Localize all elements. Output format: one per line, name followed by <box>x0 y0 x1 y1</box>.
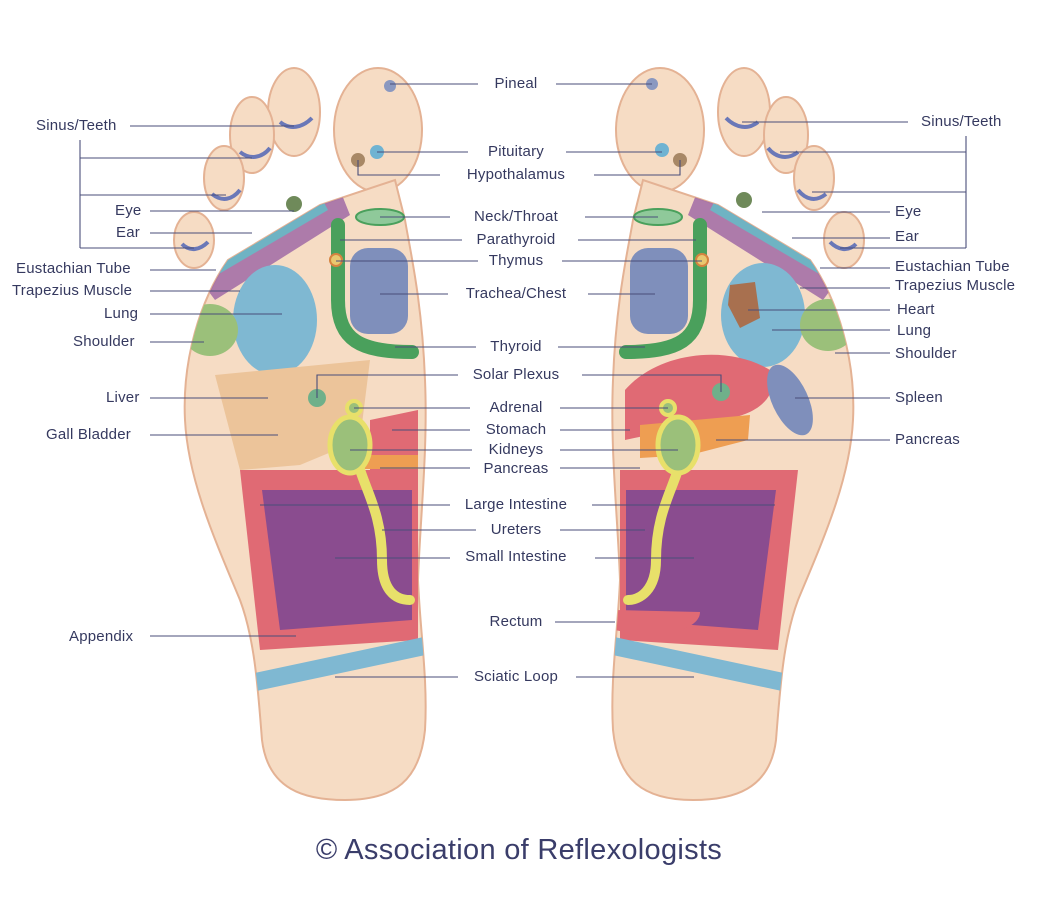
right-thymus-dot <box>696 254 708 266</box>
label-right-lung: Lung <box>897 322 931 340</box>
label-left-ear: Ear <box>116 224 140 242</box>
left-kidney <box>330 417 370 473</box>
label-left-sinus-teeth: Sinus/Teeth <box>36 117 117 135</box>
right-toe-2 <box>718 68 770 156</box>
left-foot <box>174 68 449 800</box>
label-pituitary: Pituitary <box>488 143 544 161</box>
label-left-gall-bladder: Gall Bladder <box>46 426 131 444</box>
label-stomach: Stomach <box>486 421 547 439</box>
left-thymus-dot <box>330 254 342 266</box>
label-right-trapezius: Trapezius Muscle <box>895 277 1015 295</box>
label-trachea-chest: Trachea/Chest <box>466 285 566 303</box>
right-big-toe <box>616 68 704 192</box>
label-solar-plexus: Solar Plexus <box>473 366 560 384</box>
label-ureters: Ureters <box>491 521 542 539</box>
label-thyroid: Thyroid <box>490 338 541 356</box>
copyright-notice: © Association of Reflexologists <box>0 834 1038 867</box>
left-small-intestine-zone <box>262 490 412 630</box>
right-small-intestine-zone <box>626 490 776 630</box>
label-neck-throat: Neck/Throat <box>474 208 558 226</box>
label-hypothalamus: Hypothalamus <box>467 166 565 184</box>
left-pineal-dot <box>384 80 396 92</box>
right-shoulder-zone <box>800 299 856 351</box>
label-pancreas-center: Pancreas <box>484 460 549 478</box>
right-eye-dot <box>736 192 752 208</box>
right-pituitary-dot <box>655 143 669 157</box>
label-right-spleen: Spleen <box>895 389 943 407</box>
label-left-trapezius: Trapezius Muscle <box>12 282 132 300</box>
label-right-sinus-teeth: Sinus/Teeth <box>921 113 1002 131</box>
left-big-toe <box>334 68 422 192</box>
left-toe-5 <box>174 212 214 268</box>
label-right-shoulder: Shoulder <box>895 345 957 363</box>
label-thymus: Thymus <box>489 252 544 270</box>
label-small-intestine: Small Intestine <box>465 548 566 566</box>
label-sciatic-loop: Sciatic Loop <box>474 668 558 686</box>
label-left-appendix: Appendix <box>69 628 133 646</box>
label-left-shoulder: Shoulder <box>73 333 135 351</box>
label-parathyroid: Parathyroid <box>477 231 556 249</box>
left-toe-2 <box>268 68 320 156</box>
right-foot <box>589 68 864 800</box>
left-eye-dot <box>286 196 302 212</box>
label-left-liver: Liver <box>106 389 140 407</box>
label-right-ear: Ear <box>895 228 919 246</box>
right-kidney <box>658 417 698 473</box>
label-left-eustachian: Eustachian Tube <box>16 260 131 278</box>
right-toe-5 <box>824 212 864 268</box>
label-left-eye: Eye <box>115 202 141 220</box>
label-kidneys: Kidneys <box>489 441 544 459</box>
label-right-eustachian: Eustachian Tube <box>895 258 1010 276</box>
label-right-heart: Heart <box>897 301 935 319</box>
label-right-pancreas: Pancreas <box>895 431 960 449</box>
label-adrenal: Adrenal <box>489 399 542 417</box>
label-large-intestine: Large Intestine <box>465 496 567 514</box>
label-right-eye: Eye <box>895 203 921 221</box>
label-pineal: Pineal <box>495 75 538 93</box>
label-left-lung: Lung <box>104 305 138 323</box>
left-lung-zone <box>233 265 317 375</box>
label-rectum: Rectum <box>490 613 543 631</box>
